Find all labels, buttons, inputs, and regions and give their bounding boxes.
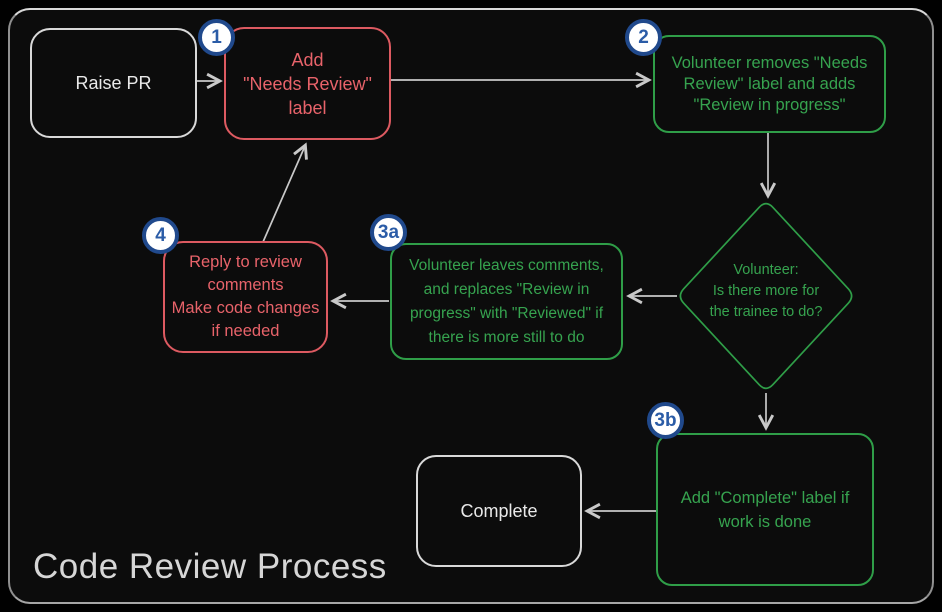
text-line: progress" with "Reviewed" if — [409, 304, 604, 322]
text-line: Volunteer leaves comments, — [409, 256, 604, 274]
node-raise-pr: Raise PR — [30, 28, 197, 138]
text-line: Make code changes — [171, 299, 320, 317]
node-volunteer-removes-label: Volunteer removes "Needs Review" label a… — [653, 35, 886, 133]
arrow-step4-to-step1 — [262, 142, 308, 243]
node-complete-label: Complete — [460, 500, 538, 521]
text-line: work is done — [718, 512, 812, 531]
text-line: "Review in progress" — [693, 95, 846, 114]
text-line: Is there more for — [712, 283, 820, 299]
node-add-complete-label: Add "Complete" label if work is done — [656, 433, 874, 586]
text-line: Volunteer removes "Needs — [671, 53, 868, 72]
node-reply-to-review: Reply to review comments Make code chang… — [163, 241, 328, 353]
text-line: Add — [291, 49, 324, 70]
decision-diamond-shape — [679, 202, 853, 390]
text-line: label — [288, 97, 327, 118]
badge-step-4: 4 — [142, 217, 179, 254]
badge-step-1: 1 — [198, 19, 235, 56]
badge-step-3b: 3b — [647, 402, 684, 439]
text-line: "Needs Review" — [243, 73, 372, 94]
text-line: Add "Complete" label if — [680, 488, 850, 507]
text-line: and replaces "Review in — [423, 280, 590, 298]
diagram-title: Code Review Process — [33, 547, 387, 586]
text-line: Review" label and adds — [683, 74, 856, 93]
node-complete: Complete — [416, 455, 582, 567]
text-line: comments — [207, 276, 284, 294]
text-line: Volunteer: — [733, 262, 799, 278]
text-line: the trainee to do? — [709, 304, 823, 320]
text-line: Reply to review — [189, 253, 302, 271]
node-raise-pr-label: Raise PR — [75, 72, 152, 93]
text-line: if needed — [211, 322, 280, 340]
text-line: there is more still to do — [428, 328, 585, 346]
badge-step-2: 2 — [625, 19, 662, 56]
node-decision-label: Volunteer: Is there more for the trainee… — [666, 260, 866, 323]
badge-step-3a: 3a — [370, 214, 407, 251]
node-add-needs-review: Add "Needs Review" label — [224, 27, 391, 140]
node-volunteer-leaves-comments: Volunteer leaves comments, and replaces … — [390, 243, 623, 360]
